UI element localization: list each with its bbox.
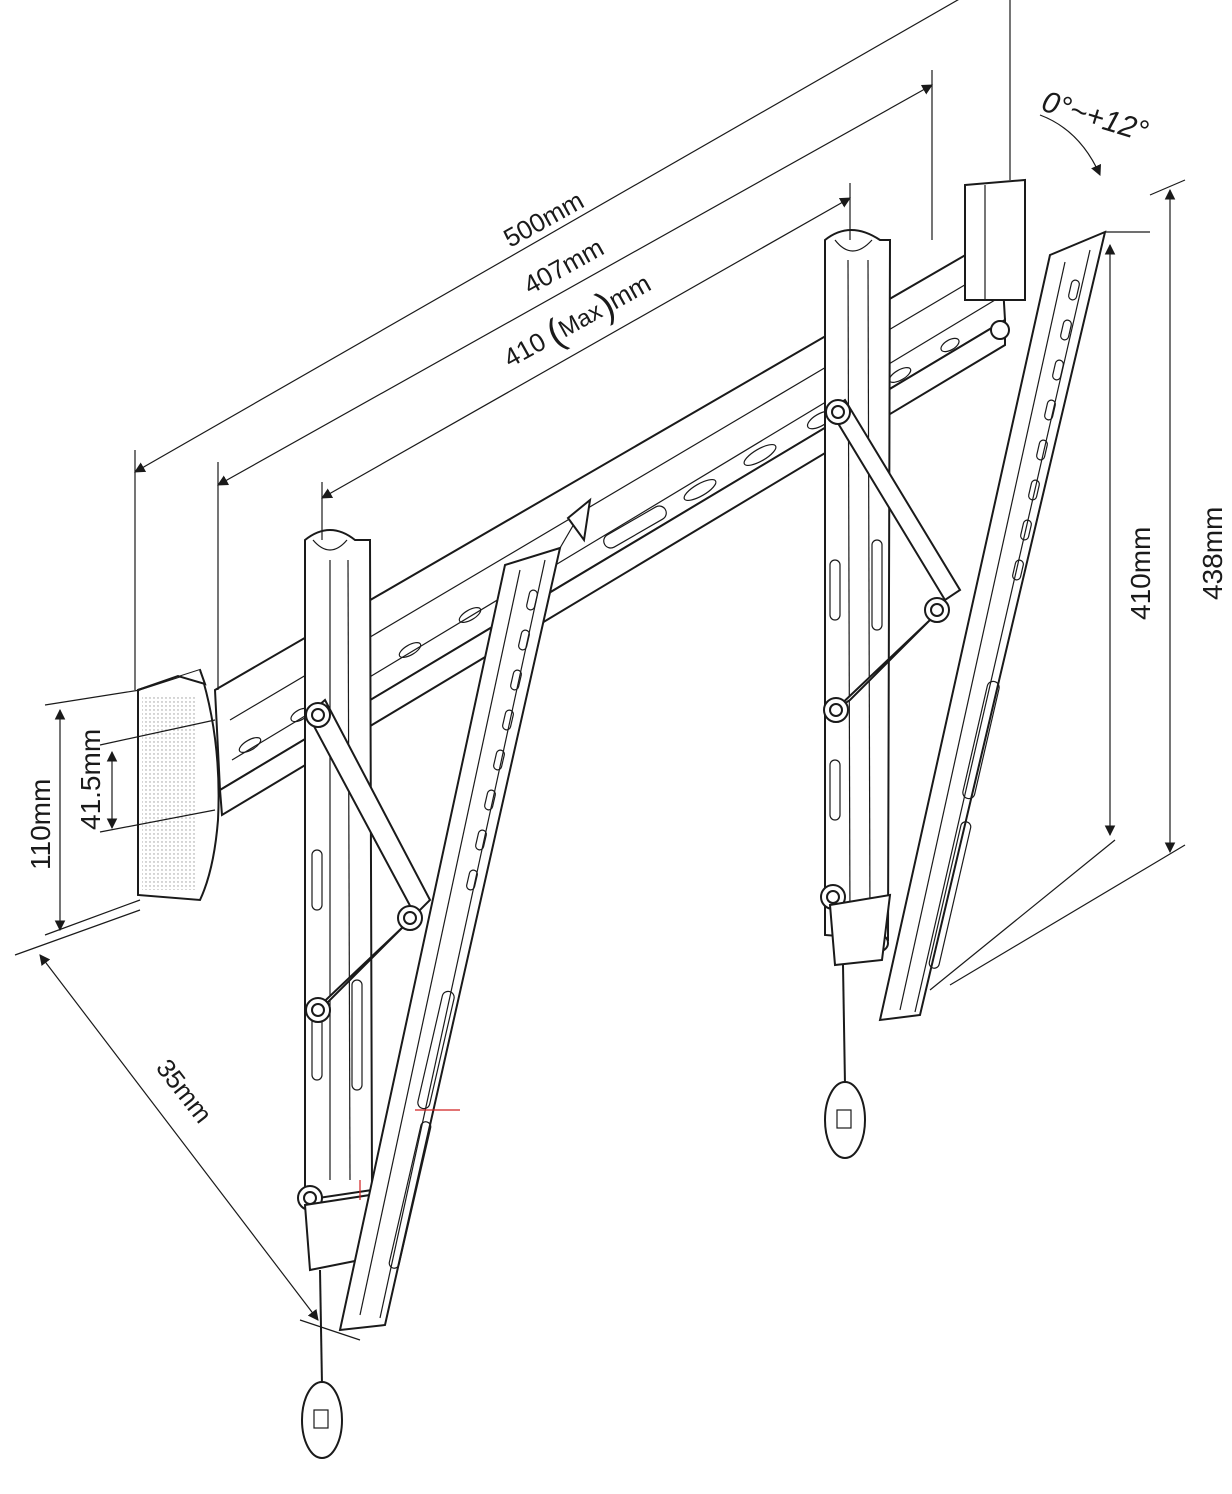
svg-text:410: 410 — [498, 326, 550, 373]
right-tilt-bracket — [878, 230, 1107, 1022]
dimension-lines — [14, 0, 1186, 1341]
right-bracket-slots — [928, 279, 1080, 969]
label-410mm: 410mm — [1125, 527, 1156, 620]
label-tilt: 0°~+12° — [1038, 85, 1152, 148]
label-110mm: 110mm — [25, 779, 56, 870]
left-tilt-bracket — [338, 497, 592, 1332]
label-41-5mm: 41.5mm — [75, 729, 106, 830]
label-35mm: 35mm — [150, 1053, 218, 1128]
dimension-labels: 500mm 407mm 410 ( Max ) mm 0°~+12° 410mm… — [25, 85, 1228, 1128]
right-pull-cord — [824, 964, 866, 1159]
right-end-cap — [964, 178, 1026, 301]
left-end-cap — [137, 668, 220, 902]
left-pull-cord — [301, 1269, 343, 1459]
label-438mm: 438mm — [1197, 507, 1228, 600]
label-410max: 410 ( Max ) mm — [498, 268, 655, 373]
left-bracket-slots — [388, 589, 538, 1269]
